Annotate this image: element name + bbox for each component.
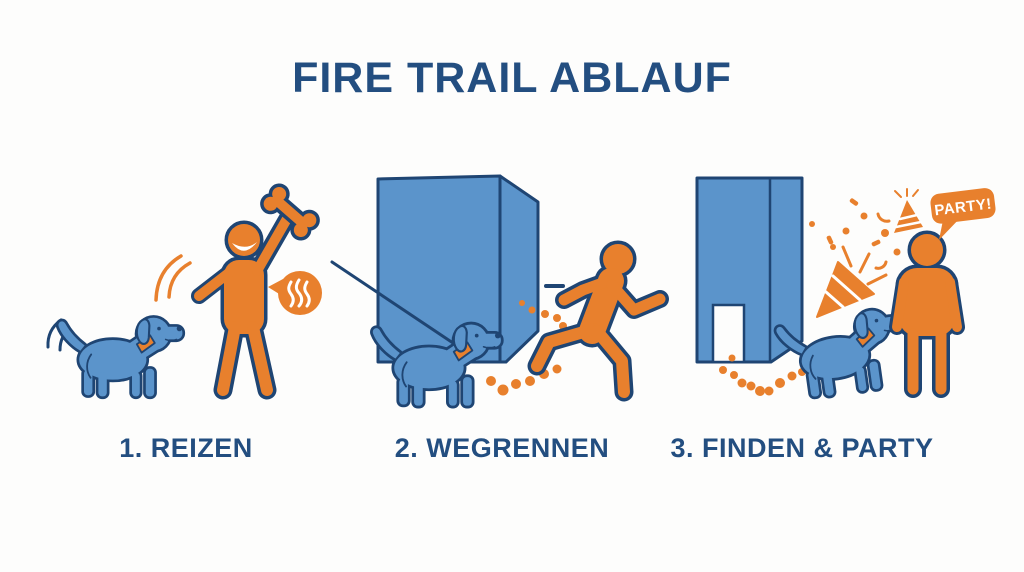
party-speech-bubble-icon: PARTY! — [930, 188, 996, 241]
handler-raising-bone-icon — [154, 183, 320, 400]
standing-person-icon — [889, 230, 965, 398]
smile — [232, 242, 257, 251]
confetti-icon — [809, 198, 901, 286]
step-2-label: 2. WEGRENNEN — [394, 433, 610, 463]
party-popper-icon — [816, 261, 875, 318]
running-person-icon — [527, 240, 669, 402]
dog-icon — [58, 318, 182, 397]
step-3-label: 3. FINDEN & PARTY — [670, 433, 934, 463]
bone-icon — [260, 183, 320, 241]
scent-bubble-icon — [268, 271, 322, 315]
scent-trail-dots-icon — [719, 354, 806, 396]
step-2-scene — [330, 174, 669, 406]
page-title: FIRE TRAIL ABLAUF — [292, 54, 732, 102]
step-1-label: 1. REIZEN — [119, 433, 253, 463]
step-3-scene: PARTY! — [695, 176, 996, 402]
step-1-scene — [46, 183, 322, 400]
party-hat-icon — [894, 188, 923, 233]
leash-line — [330, 260, 464, 351]
wall-with-doorway-icon — [695, 176, 804, 364]
hiding-wall-icon — [376, 174, 540, 364]
hand-wave-motion-icon — [154, 254, 192, 302]
party-speech-bubble-text: PARTY! — [933, 195, 992, 219]
